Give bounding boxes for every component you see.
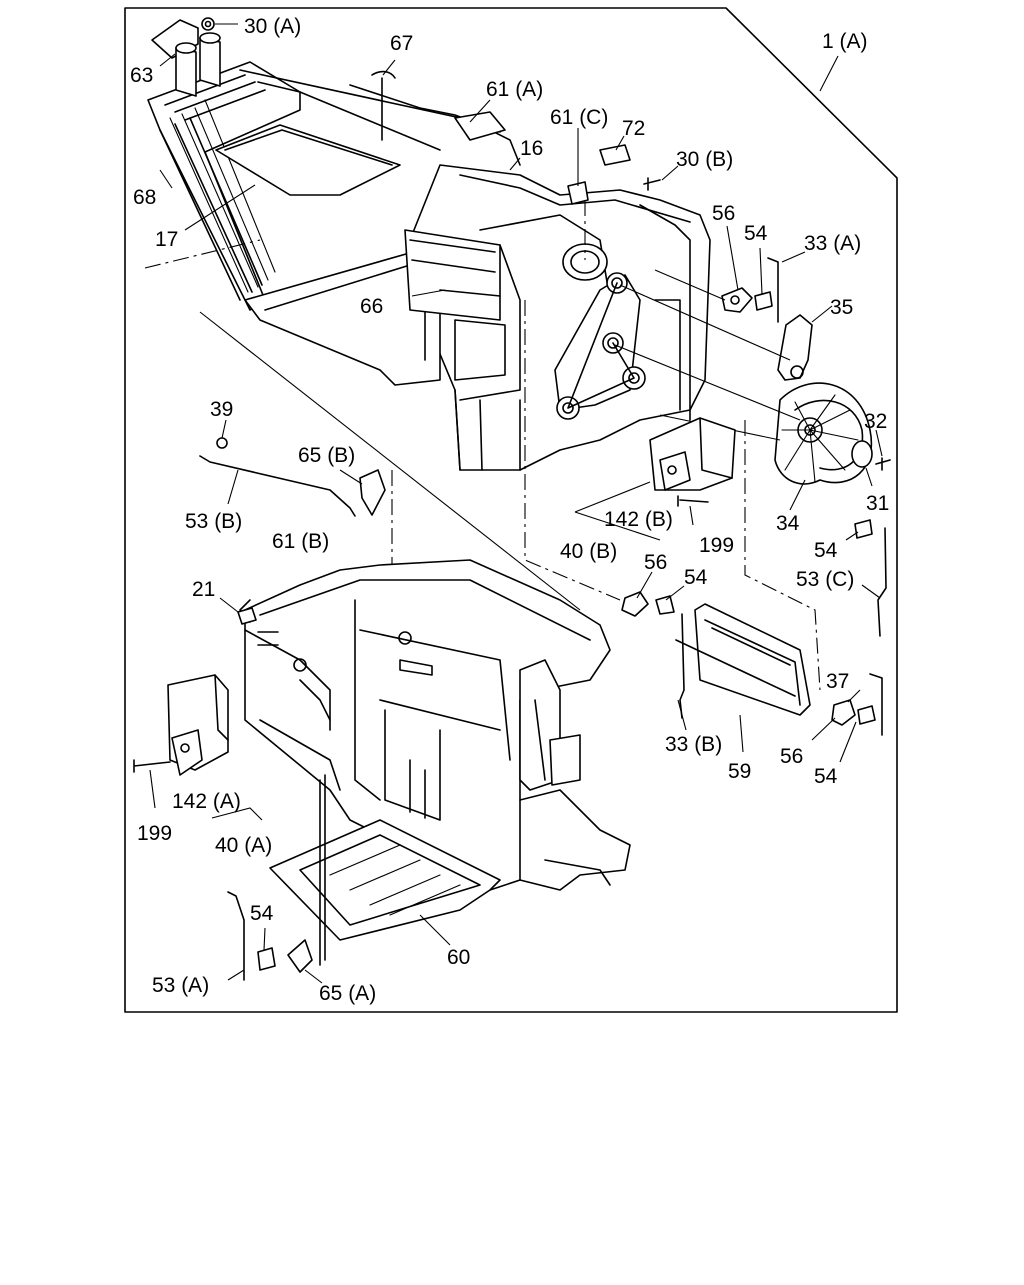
callout-33b: 33 (B) [665, 733, 722, 756]
actuator-142a [133, 674, 263, 821]
callout-142a: 142 (A) [172, 790, 241, 813]
callout-56-upper: 56 [712, 202, 735, 225]
callout-40a: 40 (A) [215, 834, 272, 857]
leader-61b [199, 311, 581, 611]
callout-72: 72 [622, 117, 645, 140]
callout-53c: 53 (C) [796, 568, 854, 591]
callout-30b: 30 (B) [676, 148, 733, 171]
callout-labels: 30 (A) 63 68 17 67 61 (A) 61 (C) 72 16 3… [130, 15, 889, 1005]
callout-1a: 1 (A) [822, 30, 868, 53]
callout-37: 37 [826, 670, 849, 693]
callout-53a: 53 (A) [152, 974, 209, 997]
callout-16: 16 [520, 137, 543, 160]
callout-199-upper: 199 [699, 534, 734, 557]
callout-66: 66 [360, 295, 383, 318]
callout-199-lower: 199 [137, 822, 172, 845]
callout-56-middle: 56 [644, 551, 667, 574]
callout-68: 68 [133, 186, 156, 209]
callout-65a: 65 (A) [319, 982, 376, 1005]
callout-33a: 33 (A) [804, 232, 861, 255]
rod-53a [227, 891, 323, 984]
callout-17: 17 [155, 228, 178, 251]
callout-142b: 142 (B) [604, 508, 673, 531]
label-leaders [149, 23, 883, 981]
diagram-frame [124, 7, 898, 1013]
callout-54-lower: 54 [814, 765, 838, 788]
callout-67: 67 [390, 32, 413, 55]
callout-61c: 61 (C) [550, 106, 608, 129]
middle-clips [621, 591, 675, 617]
callout-54-upper: 54 [744, 222, 768, 245]
callout-40b: 40 (B) [560, 540, 617, 563]
callout-32: 32 [864, 410, 887, 433]
callout-65b: 65 (B) [298, 444, 355, 467]
lower-housing-assembly [237, 559, 631, 966]
callout-61a: 61 (A) [486, 78, 543, 101]
right-linkage-parts [614, 257, 891, 637]
callout-60: 60 [447, 946, 470, 969]
upper-housing-assembly [147, 17, 711, 471]
callout-54-right: 54 [814, 539, 838, 562]
callout-30a: 30 (A) [244, 15, 301, 38]
callout-54-middle: 54 [684, 566, 708, 589]
callout-34: 34 [776, 512, 800, 535]
filter-59 [675, 603, 883, 736]
rod-53b [199, 437, 393, 640]
callout-31: 31 [866, 492, 889, 515]
callout-35: 35 [830, 296, 853, 319]
callout-56-lower: 56 [780, 745, 803, 768]
callout-59: 59 [728, 760, 751, 783]
leader-1a [819, 55, 839, 92]
callout-54-bottom: 54 [250, 902, 274, 925]
callout-61b: 61 (B) [272, 530, 329, 553]
callout-53b: 53 (B) [185, 510, 242, 533]
actuator-142b [574, 417, 736, 541]
dashed-leader-lines [144, 239, 261, 269]
callout-21: 21 [192, 578, 215, 601]
callout-63: 63 [130, 64, 153, 87]
callout-39: 39 [210, 398, 233, 421]
